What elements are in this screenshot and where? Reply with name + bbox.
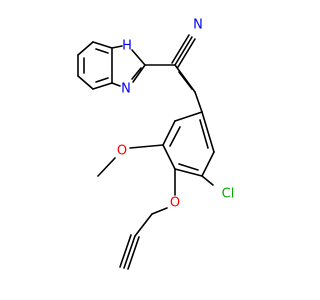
- atom-label-nh: H: [122, 39, 132, 54]
- bond: [174, 111, 203, 122]
- bond: [111, 45, 123, 49]
- bond: [123, 235, 136, 269]
- bond: [169, 126, 181, 147]
- bond: [77, 75, 94, 90]
- bond: [95, 48, 109, 54]
- bond: [127, 236, 140, 270]
- bond: [194, 91, 203, 113]
- bond: [199, 119, 209, 149]
- bond: [129, 144, 164, 149]
- atom-label-imine-n: N: [121, 82, 131, 97]
- bond: [119, 234, 132, 268]
- bond: [171, 34, 190, 64]
- bond: [97, 157, 116, 177]
- bond: [95, 77, 109, 83]
- molecule-structure: N H N O O Cl: [77, 18, 234, 270]
- bond: [92, 82, 113, 90]
- bond: [134, 213, 153, 237]
- atom-label-layer: N H N O O Cl: [117, 18, 234, 211]
- bond: [131, 49, 146, 66]
- bond-layer: [77, 34, 215, 270]
- atom-label-propargyl-o: O: [170, 196, 180, 211]
- bond: [201, 151, 215, 177]
- bond: [131, 67, 142, 80]
- bond: [151, 207, 168, 215]
- bond: [162, 144, 176, 170]
- bond: [178, 163, 199, 171]
- atom-label-nitrile-n: N: [193, 18, 203, 33]
- bond: [174, 168, 203, 177]
- bond: [174, 36, 193, 66]
- bond: [201, 111, 215, 153]
- bond: [201, 175, 214, 186]
- bond: [132, 64, 146, 83]
- bond: [178, 71, 193, 90]
- bond: [111, 82, 121, 87]
- bond: [77, 41, 94, 56]
- bond: [92, 41, 113, 49]
- atom-label-ethoxy-o: O: [117, 144, 127, 159]
- atom-label-chlorine: Cl: [222, 187, 235, 202]
- bond: [162, 120, 176, 146]
- bond: [177, 38, 196, 68]
